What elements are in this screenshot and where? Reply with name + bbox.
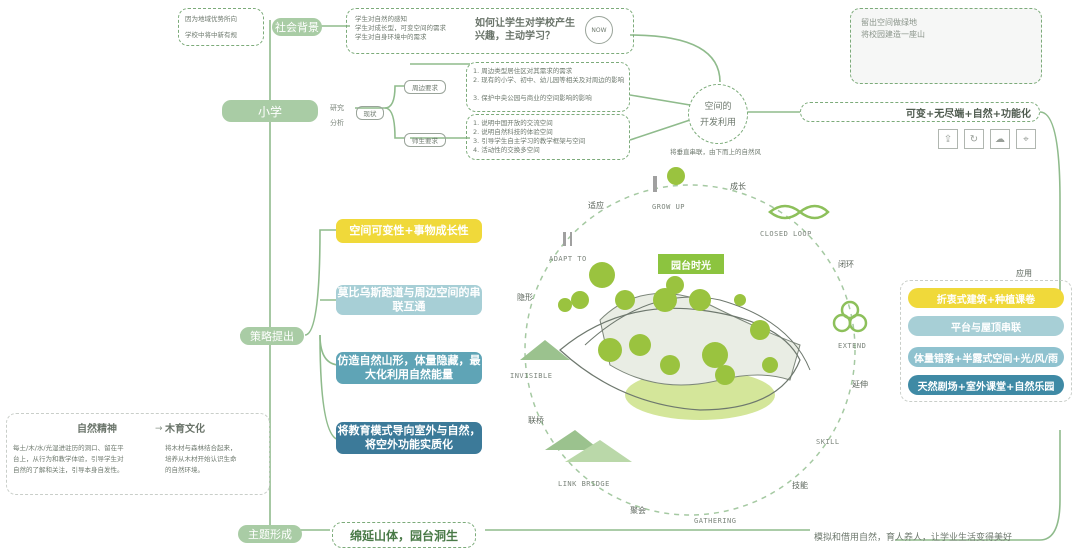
- application-label: 应用: [1016, 269, 1032, 278]
- strategy-item-1: 空间可变性+事物成长性: [336, 219, 482, 243]
- wood-text-3: 的自然环境。: [165, 466, 204, 474]
- grow-cn: 成长: [730, 182, 746, 191]
- invisible-cn: 隐形: [517, 293, 533, 302]
- arrow-icon: →: [155, 424, 163, 434]
- primary-school-label: 小学: [222, 100, 318, 122]
- social-desc-1: 学生对自然的感知: [355, 15, 407, 23]
- extend-en: EXTEND: [838, 342, 867, 350]
- surrounding-box: 1. 周边类型居住区对其需求的需求 2. 现有的小学、初中、幼儿园等相关及对周边…: [466, 62, 630, 112]
- icon-row: ⇪ ↻ ☁ ⌖: [938, 129, 1038, 151]
- extend-cn: 延伸: [852, 380, 868, 389]
- wood-text-2: 培养从木材开始认识生命: [165, 455, 237, 463]
- nature-text-3: 自然的了解和关注，引导本身自发性。: [13, 466, 124, 474]
- closed-loop-cn: 闭环: [838, 260, 854, 269]
- share-icon[interactable]: ⇪: [938, 129, 958, 149]
- green-space-line-2: 将校园建造一座山: [861, 30, 925, 39]
- green-space-box: 留出空间做绿地 将校园建造一座山: [850, 8, 1042, 84]
- application-item-1: 折衷式建筑+种植课卷: [908, 288, 1064, 308]
- gathering-en: GATHERING: [694, 517, 737, 525]
- strategy-item-4: 将教育模式导向室外与自然，将空外功能实质化: [336, 422, 482, 454]
- social-desc-2: 学生对成长型，可变空间的需求: [355, 24, 446, 32]
- key-question: 如何让学生对学校产生兴趣，主动学习？: [475, 18, 575, 42]
- student-item-1: 1. 说明中国开放的交流空间: [473, 119, 553, 127]
- application-item-2: 平台与屋顶串联: [908, 316, 1064, 336]
- closed-loop-en: CLOSED LOOP: [760, 230, 812, 238]
- student-item-4: 4. 活动性的交换多空间: [473, 146, 540, 154]
- application-item-4: 天然剧场+室外课堂+自然乐园: [908, 375, 1064, 395]
- strategy-item-2: 莫比乌斯跑道与周边空间的串联互通: [336, 285, 482, 315]
- student-item-2: 2. 说明自然科技的体验空间: [473, 128, 553, 136]
- nature-spirit-box: 自然精神 → 木育文化 每土/木/水/光湿进驻历的洞口、留在平 台上，从行为和教…: [6, 413, 270, 495]
- strategy-label: 策略提出: [240, 327, 304, 345]
- background-box: 因为地域优势所向 学校中将中新有规: [178, 8, 264, 46]
- research-label: 研究: [330, 104, 344, 112]
- background-line-1: 因为地域优势所向: [185, 15, 237, 23]
- adapt-en: ADAPT TO: [549, 255, 587, 263]
- analysis-label: 分析: [330, 119, 344, 127]
- nature-text-1: 每土/木/水/光湿进驻历的洞口、留在平: [13, 444, 124, 452]
- surrounding-item-1: 1. 周边类型居住区对其需求的需求: [473, 67, 573, 75]
- social-background-label: 社会背景: [272, 18, 322, 36]
- student-box: 1. 说明中国开放的交流空间 2. 说明自然科技的体验空间 3. 引导学生自主学…: [466, 114, 630, 160]
- theme-slogan: 绵延山体，园台洞生: [332, 522, 476, 548]
- skill-cn: 技能: [792, 481, 808, 490]
- center-title: 园台时光: [658, 254, 724, 274]
- space-caption: 将垂直串联，由下而上的自然风: [670, 148, 761, 156]
- application-box: [900, 280, 1072, 402]
- social-background-box: 学生对自然的感知 学生对成长型，可变空间的需求 学生对自身环境中的需求 如何让学…: [346, 8, 634, 54]
- background-line-2: 学校中将中新有规: [185, 31, 237, 39]
- wood-culture-title: 木育文化: [165, 424, 205, 435]
- now-badge: NOW: [585, 16, 613, 44]
- space-development-circle: 空间的 开发利用: [688, 84, 748, 144]
- surrounding-item-3: 3. 保护中央公园与商业的空间影响的影响: [473, 94, 592, 102]
- gathering-cn: 聚会: [630, 506, 646, 515]
- skill-en: SKILL: [816, 438, 840, 446]
- invisible-en: INVISIBLE: [510, 372, 553, 380]
- grow-en: GROW UP: [652, 203, 686, 211]
- surrounding-item-2: 2. 现有的小学、初中、幼儿园等相关及对周边的影响: [473, 76, 625, 84]
- link-en: LINK BRIDGE: [558, 480, 610, 488]
- link-cn: 联桥: [528, 416, 544, 425]
- social-desc-3: 学生对自身环境中的需求: [355, 33, 427, 41]
- strategy-item-3: 仿造自然山形，体量隐藏，最大化利用自然能量: [336, 352, 482, 384]
- space-line-2: 开发利用: [699, 118, 736, 128]
- nature-title: 自然精神: [77, 424, 117, 435]
- space-line-1: 空间的: [704, 102, 732, 112]
- surrounding-tag: 周边要求: [404, 80, 446, 94]
- current-status-tag: 现状: [356, 106, 384, 120]
- refresh-icon[interactable]: ↻: [964, 129, 984, 149]
- wood-text-1: 将木材与森林结合起来，: [165, 444, 237, 452]
- theme-bottom-text: 模拟和借用自然，育人养人，让学业生活变得美好: [814, 533, 1013, 543]
- student-tag: 师生要求: [404, 133, 446, 147]
- design-goal: 可变+无尽端+自然+功能化: [800, 102, 1040, 122]
- application-item-3: 体量错落+半露式空间+光/风/雨: [908, 347, 1064, 367]
- nature-text-2: 台上，从行为和教学体验，引导学生对: [13, 455, 124, 463]
- theme-label: 主题形成: [238, 525, 302, 543]
- student-item-3: 3. 引导学生自主学习的教学框架与空间: [473, 137, 586, 145]
- adapt-cn: 适应: [588, 201, 604, 210]
- green-space-line-1: 留出空间做绿地: [861, 18, 917, 27]
- weather-icon[interactable]: ☁: [990, 129, 1010, 149]
- location-icon[interactable]: ⌖: [1016, 129, 1036, 149]
